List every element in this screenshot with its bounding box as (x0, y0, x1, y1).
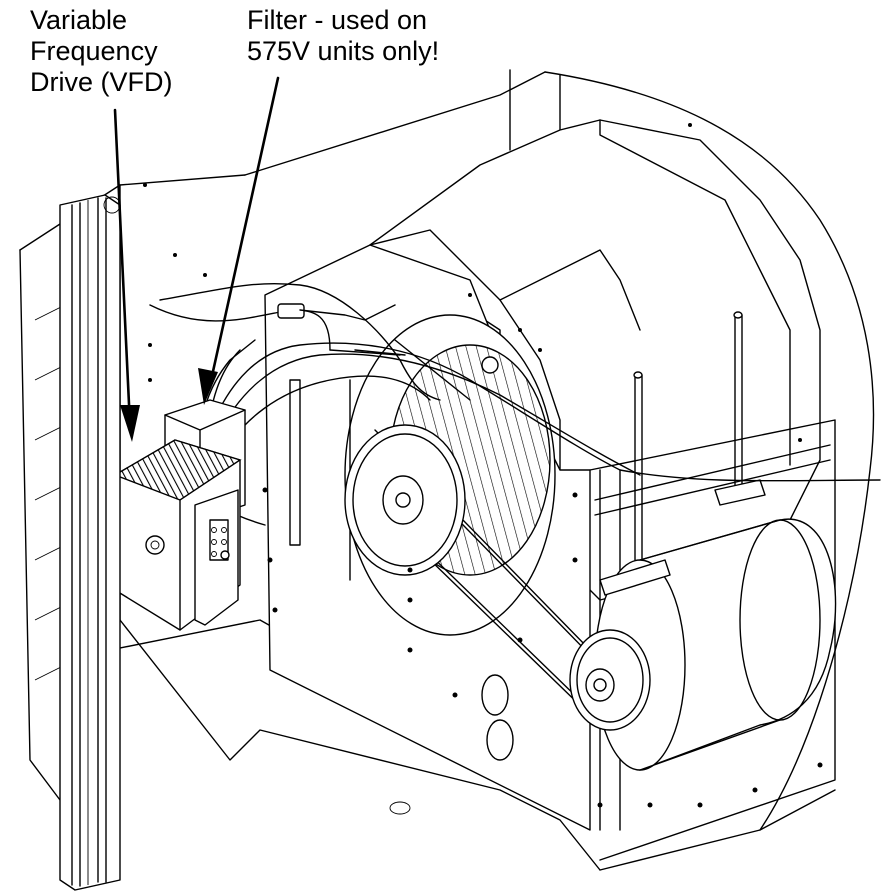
vfd-callout-line-3: Drive (VFD) (30, 67, 173, 97)
cabinet-outline (19, 69, 875, 871)
left-rail (59, 194, 121, 891)
vfd-leader-arrow (113, 108, 140, 442)
filter-callout: Filter - used on 575V units only! (247, 5, 439, 67)
wiring-harness (149, 282, 881, 526)
filter-callout-line-2: 575V units only! (247, 36, 440, 66)
vfd-callout: Variable Frequency Drive (VFD) (30, 5, 173, 98)
filter-leader-arrow (198, 76, 280, 405)
blower-motor (569, 518, 837, 771)
vfd-callout-line-2: Frequency (30, 36, 158, 66)
filter-callout-line-1: Filter - used on (247, 5, 428, 35)
blower-pulley (344, 424, 466, 576)
vfd-unit (113, 439, 242, 631)
fasteners (143, 123, 823, 808)
motor-mount (594, 311, 831, 596)
vfd-callout-line-1: Variable (30, 5, 128, 35)
